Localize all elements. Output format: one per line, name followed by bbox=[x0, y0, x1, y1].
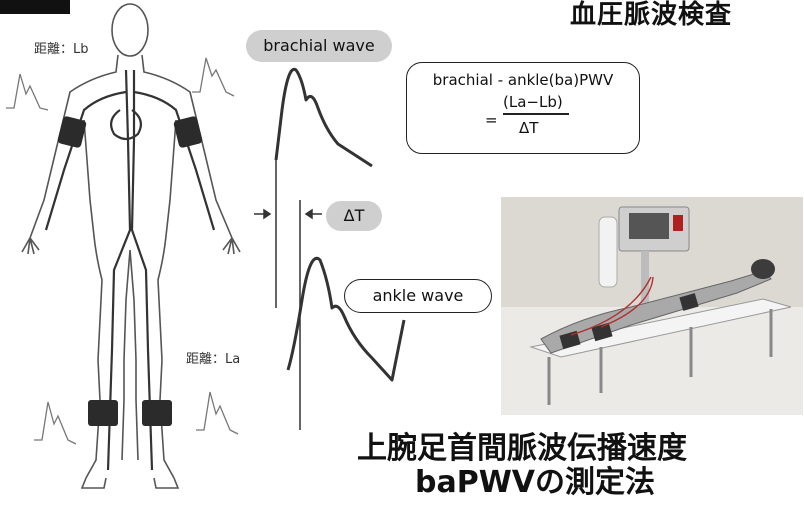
caption-line-1: 上腕足首間脈波伝播速度 bbox=[357, 431, 687, 466]
pulse-wave-lower-left bbox=[34, 402, 76, 444]
distance-la-label: 距離：La bbox=[186, 348, 240, 367]
ankle-waveform bbox=[288, 258, 404, 380]
arm-cuff-left bbox=[57, 116, 87, 149]
device-display-accent bbox=[673, 215, 683, 231]
waveform-diagram bbox=[240, 50, 420, 440]
distance-lb-label: 距離：Lb bbox=[34, 38, 89, 57]
head-outline bbox=[112, 4, 148, 56]
caption: 上腕足首間脈波伝播速度 baPWVの測定法 bbox=[357, 432, 804, 500]
pulse-wave-lower-right bbox=[196, 392, 238, 434]
ankle-cuff-left bbox=[88, 400, 118, 426]
formula-fraction-bar bbox=[503, 113, 569, 115]
formula-title: brachial - ankle(ba)PWV bbox=[407, 71, 639, 89]
ankle-wave-label: ankle wave bbox=[344, 279, 492, 313]
formula-equals: = bbox=[485, 111, 498, 129]
ankle-cuff-right bbox=[142, 400, 172, 426]
pulse-wave-upper-left bbox=[6, 74, 48, 110]
caption-line-2: baPWVの測定法 bbox=[357, 466, 804, 500]
pwv-formula-box: brachial - ankle(ba)PWV = (La−Lb) ΔT bbox=[406, 62, 640, 154]
delta-arrow-left bbox=[264, 210, 270, 218]
brachial-waveform bbox=[276, 69, 372, 166]
body-artery-diagram bbox=[0, 0, 260, 509]
header-title: 血圧脈波検査 bbox=[570, 0, 732, 31]
delta-t-label: ΔT bbox=[326, 201, 382, 231]
measurement-photo bbox=[501, 197, 803, 415]
brachial-wave-label: brachial wave bbox=[246, 30, 392, 62]
delta-arrow-right bbox=[306, 210, 312, 218]
pulse-wave-upper-right bbox=[192, 58, 234, 96]
arm-cuff-right bbox=[173, 116, 203, 149]
formula-numerator: (La−Lb) bbox=[503, 93, 563, 111]
formula-denominator: ΔT bbox=[519, 119, 538, 137]
